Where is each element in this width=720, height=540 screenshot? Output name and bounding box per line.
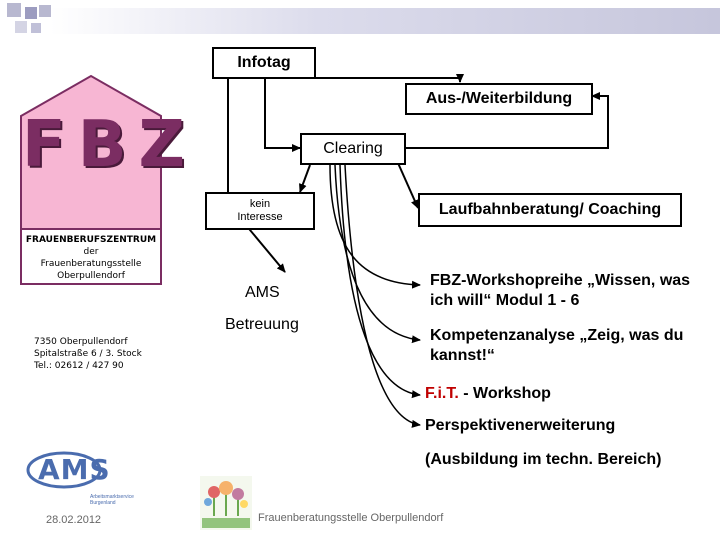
fbz-ort: Oberpullendorf	[57, 271, 125, 281]
address-tel: Tel.: 02612 / 427 90	[34, 361, 124, 371]
kein-interesse-box: kein Interesse	[205, 192, 315, 230]
workshopreihe-label: FBZ-Workshopreihe „Wissen, was ich will“…	[430, 272, 691, 309]
fbz-logo-shape	[20, 74, 162, 285]
footer-date: 28.02.2012	[46, 514, 102, 526]
address-line1: 7350 Oberpullendorf	[34, 337, 128, 347]
fit-workshop-label: F.i.T. - Workshop	[425, 384, 551, 404]
fit-label-red: F.i.T.	[425, 385, 459, 402]
perspektive-label: Perspektivenerweiterung	[425, 417, 616, 434]
footer-org: Frauenberatungsstelle Oberpullendorf	[258, 512, 444, 524]
fit-label-rest: - Workshop	[458, 385, 551, 402]
ams-logo-sub1: Arbeitsmarktservice	[90, 494, 134, 500]
ams-logo-text: AMS	[38, 453, 111, 486]
ams-logo-sub2: Burgenland	[90, 500, 116, 506]
ams-logo: AMS Arbeitsmarktservice Burgenland	[24, 450, 144, 508]
ams-label: AMS	[245, 284, 280, 301]
header-bar	[50, 8, 720, 34]
fbz-name: FRAUENBERUFSZENTRUM	[25, 235, 157, 245]
header-squares	[0, 0, 60, 40]
laufbahnberatung-box: Laufbahnberatung/ Coaching	[418, 193, 682, 227]
ausbildung-label: (Ausbildung im techn. Bereich)	[425, 451, 662, 468]
clearing-box: Clearing	[300, 133, 406, 165]
fbz-letters: FBZ	[22, 108, 197, 182]
fbz-stelle: Frauenberatungsstelle	[40, 259, 142, 269]
fbz-logo: FBZ FRAUENBERUFSZENTRUM der Frauenberatu…	[16, 74, 197, 304]
aus-weiterbildung-box: Aus-/Weiterbildung	[405, 83, 593, 115]
address-line2: Spitalstraße 6 / 3. Stock	[34, 349, 142, 359]
ams-logo-swoosh	[26, 451, 102, 489]
infotag-box: Infotag	[212, 47, 316, 79]
betreuung-label: Betreuung	[225, 316, 299, 333]
flowers-image	[200, 476, 252, 530]
fbz-der: der	[83, 247, 99, 257]
kompetenzanalyse-label: Kompetenzanalyse „Zeig, was du kannst!“	[430, 327, 684, 364]
